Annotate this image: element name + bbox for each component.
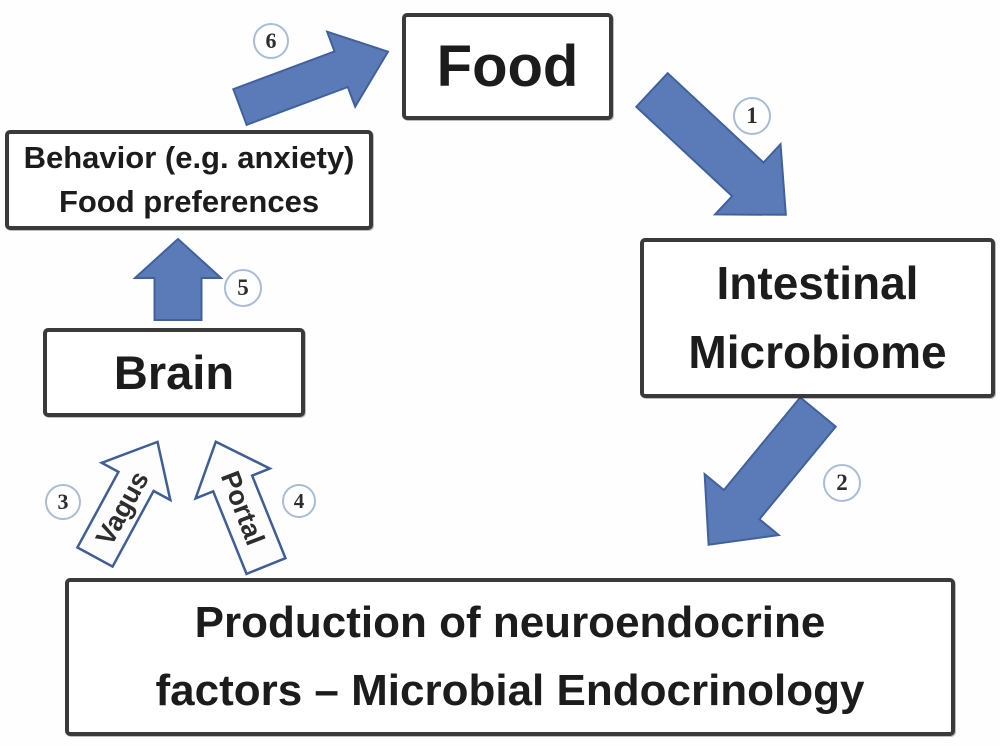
step2-number-badge: 2 [823, 464, 861, 502]
box-food: Food [402, 13, 613, 120]
box-intestinal-line1: Intestinal [716, 257, 919, 309]
step3-number-badge: 3 [45, 484, 81, 520]
box-behavior-line1: Behavior (e.g. anxiety) [23, 139, 355, 175]
arrow-step3-vagus-icon [75, 440, 173, 569]
step5-number-badge: 5 [224, 269, 262, 307]
box-behavior-line2: Food preferences [58, 184, 320, 219]
box-production-line1: Production of neuroendocrine [194, 597, 826, 647]
box-intestinal-line2: Microbiome [688, 326, 947, 378]
box-intestinal-microbiome: Intestinal Microbiome [640, 238, 995, 398]
step4-number-badge: 4 [282, 484, 316, 518]
box-food-label: Food [436, 34, 579, 99]
arrow-step2-icon [703, 395, 838, 546]
arrow-step1-icon [634, 71, 787, 216]
step4-number: 4 [293, 488, 305, 513]
box-behavior: Behavior (e.g. anxiety) Food preferences [5, 130, 373, 230]
arrow-step5-icon [132, 237, 224, 321]
box-production: Production of neuroendocrine factors – M… [65, 578, 955, 736]
step6-number-badge: 6 [253, 23, 289, 59]
arrow-step6-icon [232, 30, 390, 127]
box-brain: Brain [43, 328, 305, 417]
step1-number-badge: 1 [733, 97, 771, 135]
arrow-step4-portal-icon [193, 440, 288, 576]
step1-number: 1 [746, 103, 758, 128]
box-brain-label: Brain [113, 346, 235, 399]
step3-number: 3 [57, 489, 69, 514]
step5-number: 5 [237, 275, 249, 300]
step2-number: 2 [836, 470, 848, 495]
box-production-line2: factors – Microbial Endocrinology [155, 666, 865, 715]
step6-number: 6 [265, 28, 277, 53]
